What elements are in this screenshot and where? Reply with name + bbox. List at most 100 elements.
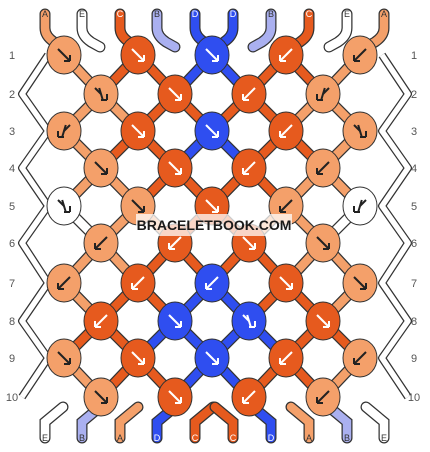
top-strand-fill [324, 9, 352, 52]
knot [231, 148, 267, 188]
arrow-down-right-icon [57, 199, 71, 213]
top-strand-label: A [381, 9, 387, 19]
row-number-label: 1 [411, 50, 417, 62]
bottom-strand-fill [115, 402, 143, 443]
knot [83, 74, 119, 114]
knot [157, 377, 193, 417]
knot [342, 111, 378, 151]
arrow-down-right-icon [131, 351, 145, 365]
arrow-down-left-icon [57, 276, 71, 290]
knot [342, 186, 378, 226]
knot [305, 148, 341, 188]
arrow-down-left-icon [57, 124, 71, 138]
top-strand-label: E [344, 9, 350, 19]
knot [120, 111, 156, 151]
arrow-down-right-icon [316, 236, 330, 250]
knot [46, 338, 82, 378]
knot [120, 263, 156, 303]
bottom-strand-label: A [117, 433, 123, 443]
bottom-strand-fill [210, 402, 238, 443]
top-strand-label: E [79, 9, 85, 19]
knot [157, 148, 193, 188]
row-number-label: 10 [408, 392, 420, 404]
arrow-down-left-icon [316, 161, 330, 175]
arrow-down-right-icon [205, 48, 219, 62]
top-strand-label: B [268, 9, 274, 19]
knot [342, 35, 378, 75]
row-number-label: 2 [9, 89, 15, 101]
arrow-down-right-icon [168, 390, 182, 404]
top-strand-label: D [192, 9, 199, 19]
bottom-strand-fill [40, 402, 68, 443]
arrow-down-right-icon [94, 87, 108, 101]
arrow-down-left-icon [353, 351, 367, 365]
arrow-down-right-icon [242, 236, 256, 250]
bottom-strand-label: C [192, 433, 199, 443]
knot [268, 35, 304, 75]
arrow-down-left-icon [353, 199, 367, 213]
arrow-down-right-icon [168, 161, 182, 175]
knot [83, 148, 119, 188]
knot [305, 301, 341, 341]
watermark-text: BRACELETBOOK.COM [137, 217, 292, 233]
bottom-strand-label: E [42, 433, 48, 443]
arrow-down-right-icon [131, 199, 145, 213]
top-strand-fill [248, 9, 276, 52]
bottom-strand-fill [361, 402, 389, 443]
knot [157, 301, 193, 341]
arrow-down-right-icon [94, 390, 108, 404]
arrow-down-left-icon [279, 199, 293, 213]
arrow-down-right-icon [353, 276, 367, 290]
arrow-down-right-icon [131, 48, 145, 62]
top-strand-label: B [154, 9, 160, 19]
arrow-down-left-icon [279, 124, 293, 138]
bottom-strand-label: D [268, 433, 275, 443]
bottom-strand-fill [286, 402, 314, 443]
knot [46, 186, 82, 226]
top-strand-label: C [117, 9, 124, 19]
arrow-down-right-icon [242, 314, 256, 328]
row-number-label: 8 [411, 316, 417, 328]
bottom-strand-label: D [154, 433, 161, 443]
knot [342, 263, 378, 303]
knot [305, 74, 341, 114]
arrow-down-left-icon [242, 161, 256, 175]
top-strand-fill [361, 9, 389, 52]
knot [194, 35, 230, 75]
arrow-down-right-icon [205, 351, 219, 365]
row-number-label: 2 [411, 89, 417, 101]
top-strand-fill [152, 9, 180, 52]
row-number-label: 6 [9, 238, 15, 250]
bottom-strand-fill [190, 402, 218, 443]
row-number-label: 9 [411, 353, 417, 365]
row-number-label: 6 [411, 238, 417, 250]
arrow-down-left-icon [242, 390, 256, 404]
arrow-down-left-icon [168, 236, 182, 250]
knot [194, 263, 230, 303]
arrow-down-left-icon [279, 48, 293, 62]
knot [120, 35, 156, 75]
row-number-label: 1 [9, 50, 15, 62]
edge-strand-fill [19, 53, 51, 399]
knot [194, 338, 230, 378]
arrow-down-right-icon [205, 124, 219, 138]
knot [305, 223, 341, 263]
row-number-label: 9 [9, 353, 15, 365]
knot [83, 301, 119, 341]
knot [46, 35, 82, 75]
arrow-down-right-icon [168, 314, 182, 328]
row-number-label: 5 [411, 201, 417, 213]
row-number-label: 3 [9, 126, 15, 138]
arrow-down-right-icon [316, 314, 330, 328]
arrow-down-left-icon [316, 87, 330, 101]
knot [268, 111, 304, 151]
row-number-label: 7 [9, 278, 15, 290]
row-number-label: 8 [9, 316, 15, 328]
bottom-strand-label: C [230, 433, 237, 443]
row-number-label: 7 [411, 278, 417, 290]
knot [231, 301, 267, 341]
arrow-down-left-icon [316, 390, 330, 404]
top-strand-fill [77, 9, 105, 52]
bottom-strand-label: B [79, 433, 85, 443]
arrow-down-right-icon [168, 87, 182, 101]
